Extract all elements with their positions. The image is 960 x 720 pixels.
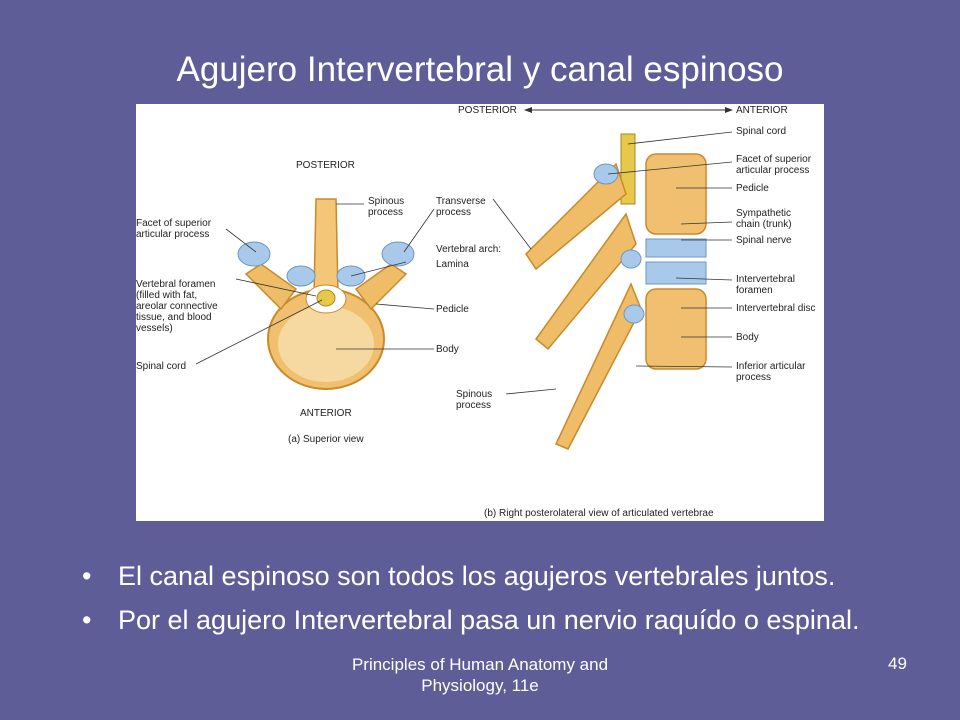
right-spinous-label: Spinous process [456, 389, 493, 411]
left-posterior-label: POSTERIOR [296, 160, 355, 171]
right-spinal-nerve-label: Spinal nerve [736, 235, 792, 246]
right-posterior-label: POSTERIOR [458, 105, 517, 116]
right-iv-foramen-label: Intervertebral foramen [736, 274, 795, 296]
left-facet-label: Facet of superior articular process [136, 218, 212, 240]
articulated-vertebrae [525, 133, 707, 450]
bullet-text: El canal espinoso son todos los agujeros… [118, 561, 836, 591]
superior-view-vertebra [237, 198, 415, 390]
left-spinous-process-label: Spinous process [368, 196, 405, 218]
right-spinal-cord-label: Spinal cord [736, 126, 787, 137]
left-caption: (a) Superior view [288, 434, 364, 445]
left-transverse-process-label: Transverse process [436, 196, 486, 218]
bullet-item: • El canal espinoso son todos los agujero… [80, 560, 900, 592]
bullet-dot: • [82, 561, 92, 591]
slide-footer: Principles of Human Anatomy and Physiolo… [351, 655, 609, 695]
left-lamina-label: Lamina [436, 259, 469, 270]
left-anterior-label: ANTERIOR [300, 408, 352, 419]
left-vertebral-arch-label: Vertebral arch: [436, 244, 502, 255]
right-iv-disc-label: Intervertebral disc [736, 303, 816, 314]
vertebrae-illustration [195, 107, 733, 450]
slide-title: Agujero Intervertebral y canal espinoso [176, 50, 784, 89]
vertebrae-figure: POSTERIOR ANTERIOR (a) Superior view Spi… [136, 104, 824, 521]
right-pedicle-label: Pedicle [736, 183, 769, 194]
right-caption: (b) Right posterolateral view of articul… [484, 508, 714, 519]
right-anterior-label: ANTERIOR [736, 105, 788, 116]
left-body-label: Body [436, 344, 459, 355]
bullet-dot: • [82, 605, 92, 635]
left-spinal-cord-label: Spinal cord [136, 361, 187, 372]
left-pedicle-label: Pedicle [436, 304, 469, 315]
right-sympathetic-label: Sympathetic chain (trunk) [736, 208, 792, 230]
right-body-label: Body [736, 332, 759, 343]
bullet-item: • Por el agujero Intervertebral pasa un n… [80, 604, 900, 636]
right-facet-label: Facet of superior articular process [736, 154, 812, 176]
bullet-list: • El canal espinoso son todos los agujero… [80, 560, 900, 648]
left-foramen-label: Vertebral foramen (filled with fat, areo… [136, 279, 218, 334]
page-number: 49 [888, 654, 907, 673]
bullet-text: Por el agujero Intervertebral pasa un ne… [118, 605, 860, 635]
right-inferior-label: Inferior articular process [736, 361, 806, 383]
